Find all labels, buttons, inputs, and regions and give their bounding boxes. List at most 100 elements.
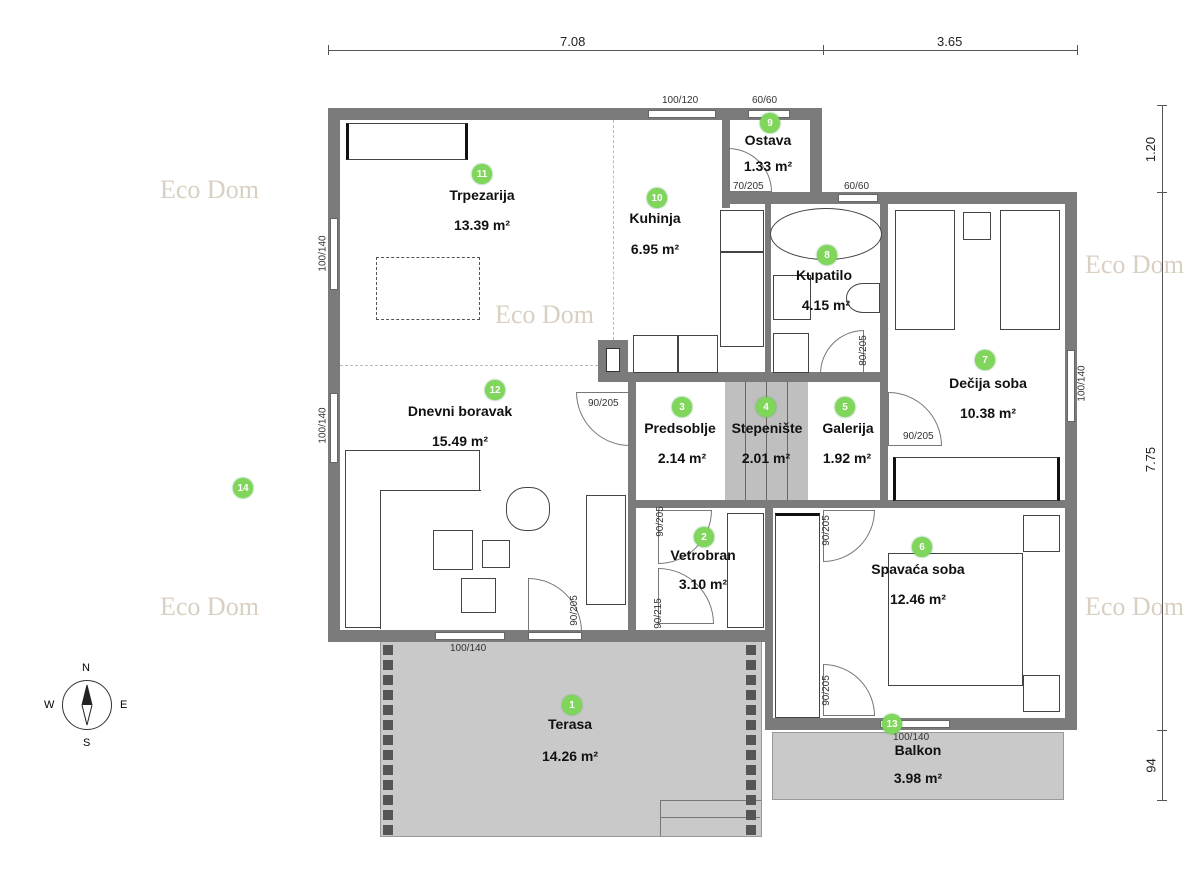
wall	[765, 204, 771, 376]
dimension-tick	[823, 45, 824, 55]
compass-south: S	[83, 737, 91, 749]
terrace-post	[383, 675, 393, 685]
dimension-top-left: 7.08	[560, 34, 586, 49]
compass	[62, 680, 112, 730]
watermark: Eco Dom	[1085, 592, 1184, 621]
room-badge: 7	[975, 350, 995, 370]
watermark: Eco Dom	[160, 175, 259, 204]
terrace-post	[746, 705, 756, 715]
room-name: Spavaća soba	[871, 561, 965, 577]
chimney-flue	[606, 348, 620, 372]
window-label: 100/140	[450, 643, 487, 654]
door-label: 90/205	[903, 431, 934, 442]
room-badge: 12	[485, 380, 505, 400]
washbasin	[773, 275, 811, 320]
room-name: Vetrobran	[670, 547, 736, 563]
terrace-post	[383, 795, 393, 805]
room-area: 1.33 m²	[743, 158, 793, 174]
room-name: Stepenište	[731, 420, 803, 436]
double-bed	[888, 553, 1023, 686]
door-label: 90/205	[588, 398, 619, 409]
ottoman	[482, 540, 510, 568]
terrace-post	[746, 780, 756, 790]
room-area: 2.01 m²	[741, 450, 791, 466]
terrace-post	[746, 660, 756, 670]
dimension-line-right	[1162, 105, 1163, 800]
room-area: 15.49 m²	[431, 433, 489, 449]
terrace-post	[746, 720, 756, 730]
terrace-post	[383, 690, 393, 700]
terrace-post	[746, 825, 756, 835]
door-label: 90/205	[820, 675, 832, 706]
terrace-post	[746, 690, 756, 700]
dimension-right-middle: 7.75	[1143, 446, 1159, 473]
zone-divider	[340, 365, 598, 366]
terrace-post	[746, 645, 756, 655]
wall	[328, 108, 722, 120]
terrace-post	[746, 675, 756, 685]
window	[330, 393, 338, 463]
watermark: Eco Dom	[160, 592, 259, 621]
room-area: 10.38 m²	[959, 405, 1017, 421]
dimension-right-bottom: 94	[1143, 758, 1159, 773]
fridge	[720, 210, 764, 252]
compass-east: E	[120, 699, 128, 711]
room-area: 3.10 m²	[678, 576, 728, 592]
washing-machine	[773, 333, 809, 373]
terrace-step	[660, 817, 760, 818]
window	[1067, 350, 1075, 422]
room-name: Dnevni boravak	[407, 403, 513, 419]
terrace-post	[746, 765, 756, 775]
room-badge: 14	[233, 478, 253, 498]
toilet	[846, 283, 880, 313]
dimension-tick	[1157, 192, 1167, 193]
window-label: 100/140	[893, 732, 930, 743]
wall	[810, 108, 822, 192]
dining-table	[376, 257, 480, 320]
wall	[628, 372, 636, 630]
terrace-post	[746, 795, 756, 805]
terrace-post	[383, 780, 393, 790]
terrace-post	[383, 825, 393, 835]
wall	[636, 500, 1077, 508]
armchair	[506, 487, 550, 531]
terrace-steps	[660, 800, 761, 836]
stair-step	[745, 382, 746, 500]
room-badge: 1	[562, 695, 582, 715]
terrace-post	[383, 735, 393, 745]
room-name: Kupatilo	[796, 267, 852, 283]
room-area: 3.98 m²	[893, 770, 943, 786]
tv-stand	[586, 495, 626, 605]
room-badge: 13	[882, 714, 902, 734]
room-area: 2.14 m²	[657, 450, 707, 466]
nightstand	[1023, 515, 1060, 552]
stove	[678, 335, 718, 373]
watermark: Eco Dom	[495, 300, 594, 329]
stair-step	[787, 382, 788, 500]
room-badge: 5	[835, 397, 855, 417]
wardrobe	[893, 457, 1060, 501]
balcony-floor	[772, 732, 1064, 800]
coffee-table	[433, 530, 473, 570]
ottoman	[461, 578, 496, 613]
room-area: 1.92 m²	[822, 450, 872, 466]
window	[648, 110, 716, 118]
room-badge: 8	[817, 245, 837, 265]
dimension-top-right: 3.65	[937, 34, 963, 49]
room-area: 4.15 m²	[801, 297, 851, 313]
wall	[722, 108, 730, 208]
room-name: Dečija soba	[949, 375, 1027, 391]
room-badge: 4	[756, 397, 776, 417]
stair-step	[766, 382, 767, 500]
room-name: Ostava	[744, 132, 792, 148]
window	[330, 218, 338, 290]
terrace-post	[383, 660, 393, 670]
room-badge: 11	[472, 164, 492, 184]
zone-divider	[613, 120, 614, 340]
door-label: 70/205	[733, 181, 764, 192]
room-area: 13.39 m²	[453, 217, 511, 233]
room-name: Balkon	[894, 742, 942, 758]
kitchen-sink	[720, 252, 764, 347]
window	[838, 194, 878, 202]
